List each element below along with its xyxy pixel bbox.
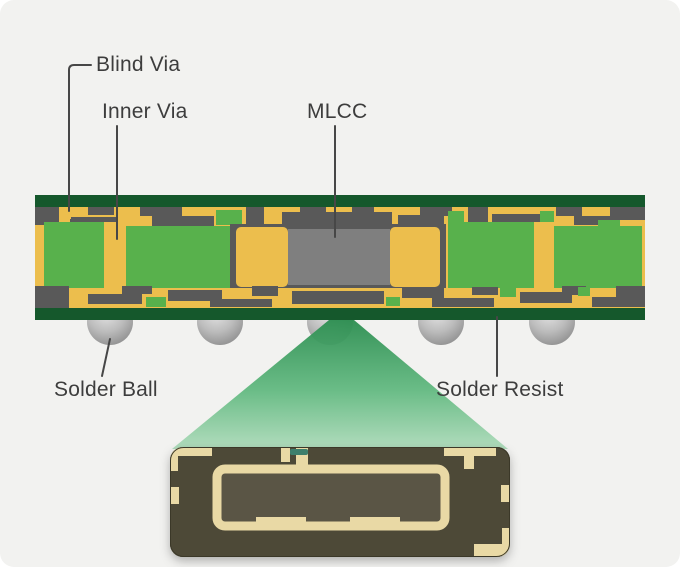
via-column: [534, 222, 554, 288]
zoom-beam: [172, 320, 508, 449]
capacitor-outline: [212, 464, 450, 531]
bottom-solder-resist: [35, 308, 645, 320]
mlcc-body: [288, 229, 390, 285]
corner-copper: [464, 447, 474, 469]
mlcc-inset: [170, 447, 510, 557]
corner-copper: [170, 447, 178, 471]
solder-ball-leader: [101, 338, 111, 377]
corner-copper: [170, 447, 212, 456]
solder-ball-label: Solder Ball: [54, 378, 158, 401]
solder-resist-label: Solder Resist: [436, 378, 564, 401]
capacitor-bottom-pad: [256, 517, 306, 529]
blind-via-label: Blind Via: [96, 53, 181, 76]
bottom-copper-pattern: [35, 286, 645, 308]
inset-content: [170, 447, 510, 557]
core-block: [554, 226, 642, 288]
mlcc-label: MLCC: [307, 100, 368, 123]
inset-border: [170, 447, 510, 557]
pcb-board: [35, 195, 645, 320]
inner-via: [104, 222, 126, 288]
top-resist-chip: [290, 449, 308, 455]
capacitor-bottom-pad: [350, 517, 400, 529]
blind-via-leader: [68, 64, 92, 212]
core-block: [44, 222, 104, 288]
core-layer: [44, 222, 642, 288]
edge-copper-tab: [501, 485, 510, 502]
mlcc-terminal-left: [236, 227, 288, 287]
edge-copper-tab: [170, 487, 179, 504]
core-block: [126, 226, 230, 288]
corner-copper: [474, 544, 510, 557]
mlcc-terminal-right: [390, 227, 440, 287]
top-solder-resist: [35, 195, 645, 207]
top-via-stub: [281, 447, 290, 462]
leader-lines: [68, 64, 498, 377]
core-block: [448, 222, 534, 288]
inner-via-label: Inner Via: [102, 100, 188, 123]
corner-copper: [502, 528, 510, 557]
